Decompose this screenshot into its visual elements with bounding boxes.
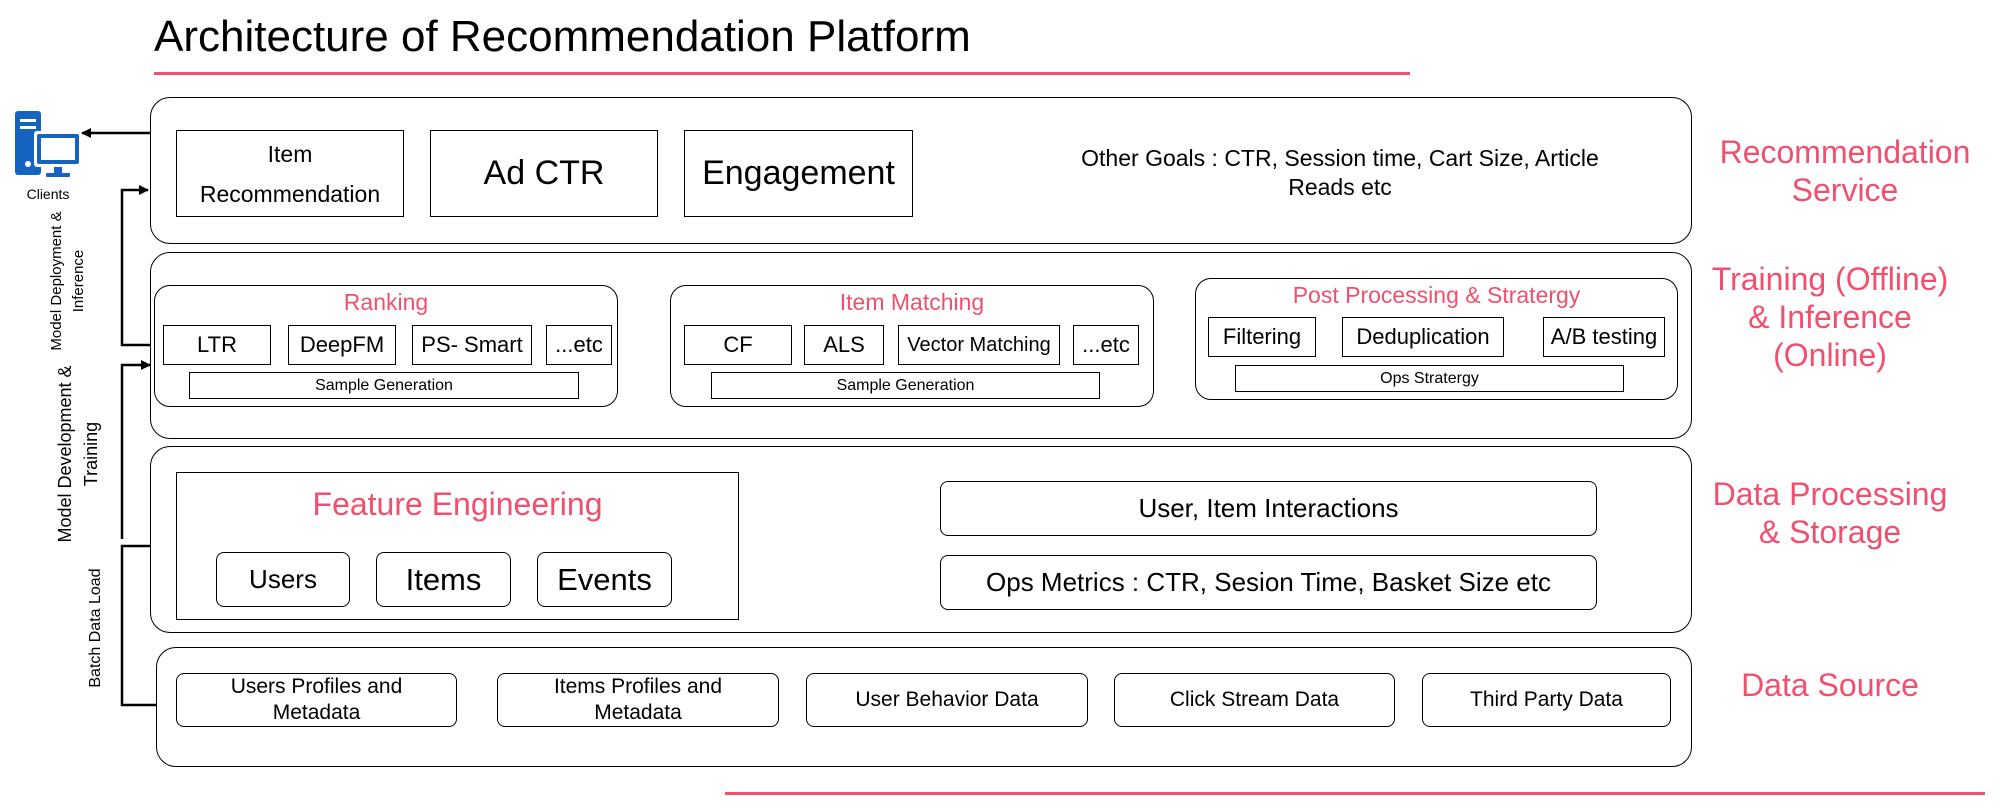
page-title: Architecture of Recommendation Platform <box>154 12 971 61</box>
feature-events[interactable]: Events <box>537 552 672 607</box>
matching-sample-generation[interactable]: Sample Generation <box>711 372 1100 399</box>
layer-label-data-processing: Data Processing & Storage <box>1700 475 1960 551</box>
post-item-deduplication-label: Deduplication <box>1356 324 1490 349</box>
ranking-item-etc[interactable]: ...etc <box>546 325 612 365</box>
source-users-profiles[interactable]: Users Profiles and Metadata <box>176 673 457 727</box>
matching-item-als[interactable]: ALS <box>804 325 884 365</box>
ad-ctr-label: Ad CTR <box>483 154 605 192</box>
item-recommendation-label: Item Recommendation <box>199 140 381 207</box>
ranking-item-ps-smart[interactable]: PS- Smart <box>412 325 532 365</box>
engagement-box[interactable]: Engagement <box>684 130 913 217</box>
output-ops-metrics-label: Ops Metrics : CTR, Sesion Time, Basket S… <box>986 567 1551 597</box>
output-user-item-interactions[interactable]: User, Item Interactions <box>940 481 1597 536</box>
source-user-behavior-label: User Behavior Data <box>855 688 1039 711</box>
output-ops-metrics[interactable]: Ops Metrics : CTR, Sesion Time, Basket S… <box>940 555 1597 610</box>
other-goals-label: Other Goals : CTR, Session time, Cart Si… <box>1081 145 1599 200</box>
feature-items[interactable]: Items <box>376 552 511 607</box>
ad-ctr-box[interactable]: Ad CTR <box>430 130 658 217</box>
feature-engineering-title-text: Feature Engineering <box>312 485 603 522</box>
post-ops-stratergy-label: Ops Stratergy <box>1380 369 1479 387</box>
matching-item-vector-label: Vector Matching <box>907 333 1051 356</box>
matching-title: Item Matching <box>833 288 991 316</box>
source-users-profiles-label: Users Profiles and Metadata <box>230 675 403 724</box>
matching-item-etc[interactable]: ...etc <box>1073 325 1139 365</box>
deploy-connector <box>120 185 152 347</box>
post-item-filtering[interactable]: Filtering <box>1208 317 1316 357</box>
ranking-title-wrap: Ranking <box>154 287 618 317</box>
ranking-item-deepfm-label: DeepFM <box>299 332 385 357</box>
source-click-stream[interactable]: Click Stream Data <box>1114 673 1395 727</box>
feature-users[interactable]: Users <box>216 552 350 607</box>
source-third-party[interactable]: Third Party Data <box>1422 673 1671 727</box>
ranking-item-ps-smart-label: PS- Smart <box>421 332 523 357</box>
ranking-item-ltr-label: LTR <box>197 332 237 357</box>
matching-sample-generation-label: Sample Generation <box>836 376 975 394</box>
ranking-sample-generation-label: Sample Generation <box>315 376 453 394</box>
layer-label-data-source-text: Data Source <box>1741 667 1919 703</box>
source-items-profiles[interactable]: Items Profiles and Metadata <box>497 673 779 727</box>
post-item-filtering-label: Filtering <box>1222 324 1302 349</box>
engagement-label: Engagement <box>702 154 895 192</box>
layer-label-recommendation-text: Recommendation Service <box>1719 134 1971 208</box>
matching-item-vector[interactable]: Vector Matching <box>898 325 1060 365</box>
output-user-item-interactions-label: User, Item Interactions <box>1138 493 1399 523</box>
post-item-deduplication[interactable]: Deduplication <box>1342 317 1504 357</box>
matching-item-als-label: ALS <box>823 332 865 357</box>
feature-users-label: Users <box>249 564 317 594</box>
other-goals-text: Other Goals : CTR, Session time, Cart Si… <box>1060 140 1620 206</box>
ranking-sample-generation[interactable]: Sample Generation <box>189 372 579 399</box>
source-third-party-label: Third Party Data <box>1470 688 1623 711</box>
post-item-ab-testing-label: A/B testing <box>1550 324 1658 349</box>
clients-icon <box>12 108 84 180</box>
layer-label-training-text: Training (Offline) & Inference (Online) <box>1711 261 1949 373</box>
ranking-title: Ranking <box>337 288 435 316</box>
ranking-item-deepfm[interactable]: DeepFM <box>288 325 396 365</box>
development-connector <box>120 360 151 539</box>
post-title-wrap: Post Processing & Stratergy <box>1195 280 1678 310</box>
matching-item-etc-label: ...etc <box>1082 332 1130 357</box>
post-title: Post Processing & Stratergy <box>1286 281 1587 309</box>
layer-label-training: Training (Offline) & Inference (Online) <box>1705 260 1955 374</box>
batch-connector <box>120 541 175 707</box>
matching-item-cf[interactable]: CF <box>684 325 792 365</box>
source-items-profiles-label: Items Profiles and Metadata <box>553 675 723 724</box>
layer-label-data-source: Data Source <box>1720 666 1940 704</box>
feature-items-label: Items <box>405 561 482 597</box>
item-recommendation-box[interactable]: Item Recommendation <box>176 130 404 217</box>
title-underline <box>154 72 1410 75</box>
layer-label-data-processing-text: Data Processing & Storage <box>1712 476 1948 550</box>
matching-title-wrap: Item Matching <box>670 287 1154 317</box>
feature-events-label: Events <box>557 561 652 597</box>
ranking-item-ltr[interactable]: LTR <box>163 325 271 365</box>
post-ops-stratergy[interactable]: Ops Stratergy <box>1235 365 1624 392</box>
bottom-divider <box>725 792 1985 795</box>
ranking-item-etc-label: ...etc <box>555 332 603 357</box>
feature-engineering-title: Feature Engineering <box>176 484 739 524</box>
matching-item-cf-label: CF <box>723 332 753 357</box>
desktop-computer-icon <box>15 111 82 177</box>
source-click-stream-label: Click Stream Data <box>1169 688 1340 711</box>
layer-label-recommendation: Recommendation Service <box>1705 133 1985 209</box>
source-user-behavior[interactable]: User Behavior Data <box>806 673 1088 727</box>
clients-label: Clients <box>26 186 70 202</box>
recommendation-service-panel <box>150 97 1692 244</box>
post-item-ab-testing[interactable]: A/B testing <box>1543 317 1665 357</box>
